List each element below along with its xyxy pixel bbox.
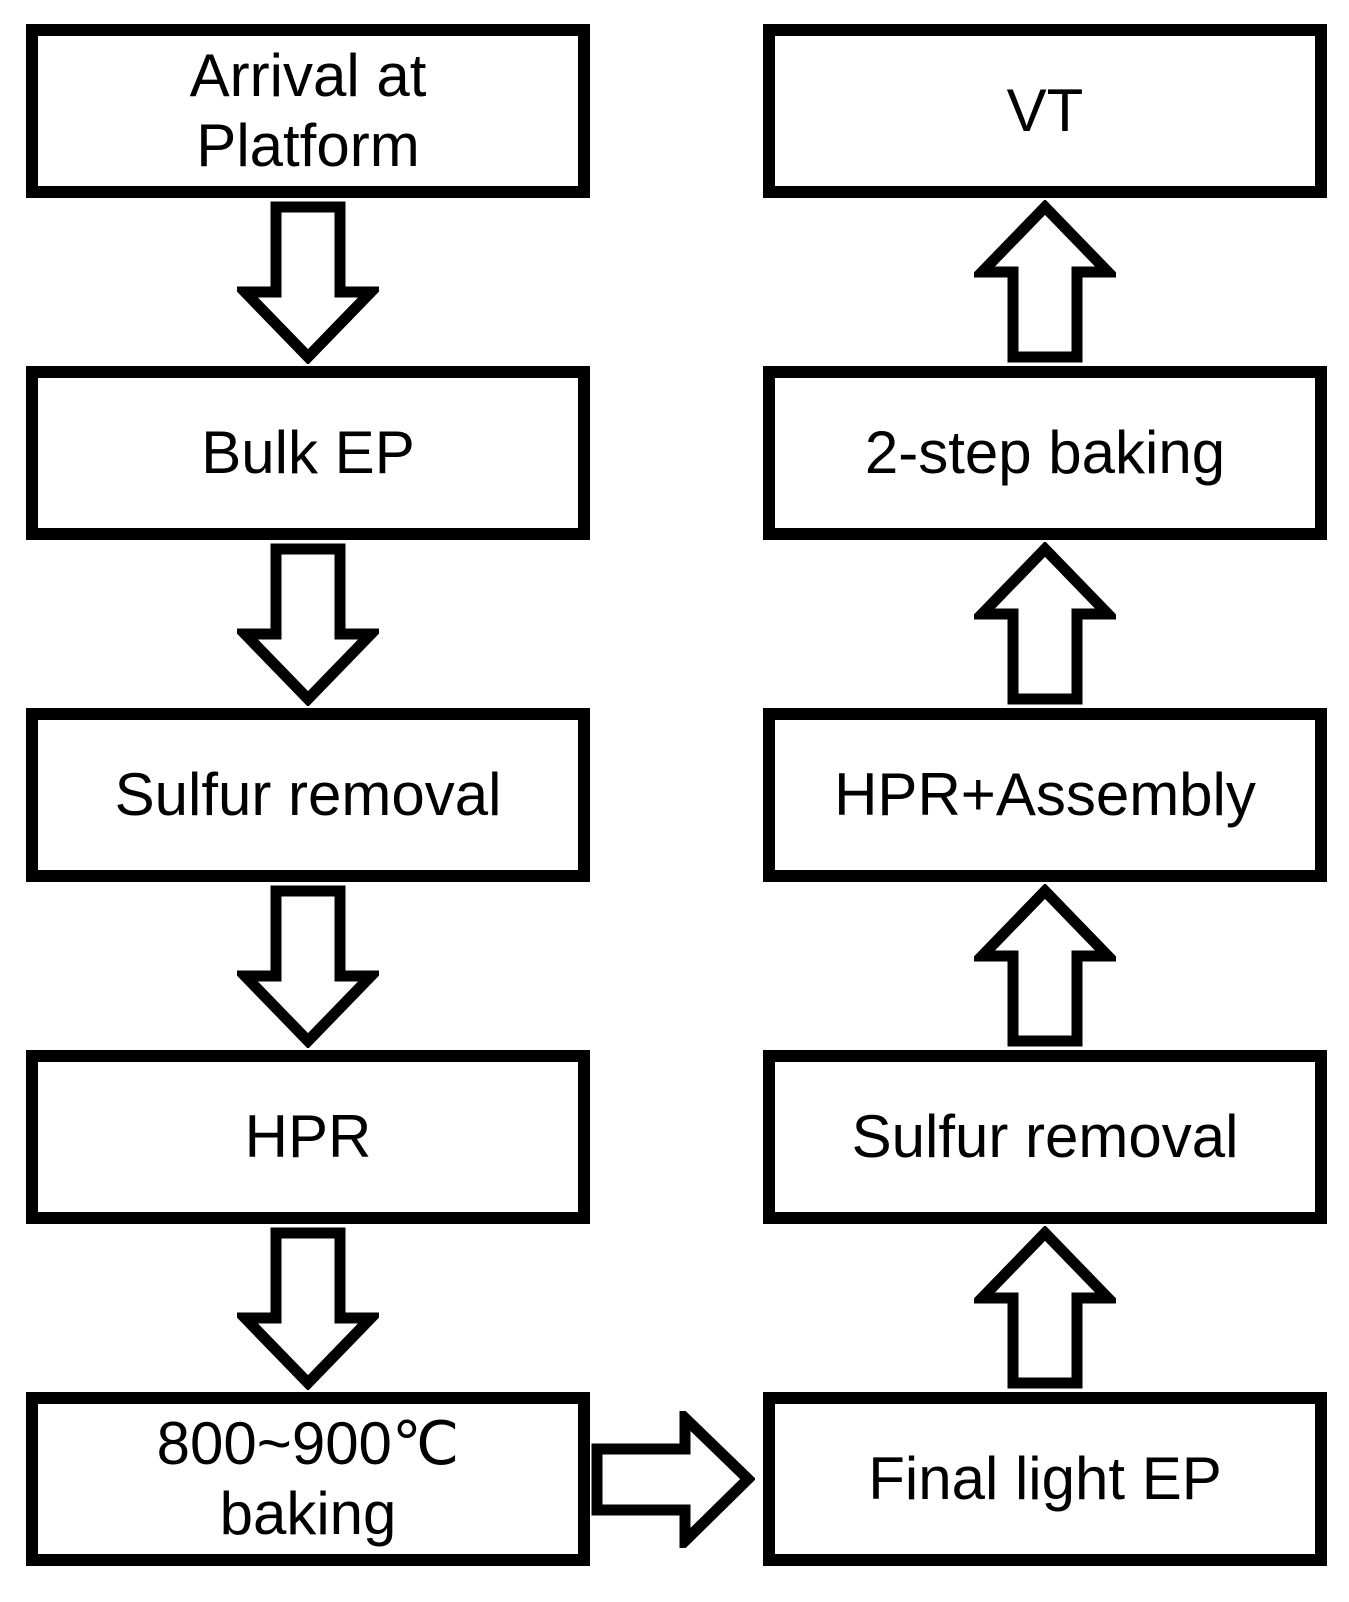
flow-box-label: Arrival at Platform (189, 42, 427, 179)
arrow-down-icon (237, 201, 379, 364)
flow-box-label: 800~900℃ baking (156, 1410, 460, 1547)
flow-box-sulfur-removal-left: Sulfur removal (26, 708, 590, 882)
arrow-right-icon (591, 1411, 755, 1548)
flow-box-bulk-ep: Bulk EP (26, 366, 590, 540)
flow-box-arrival-at-platform: Arrival at Platform (26, 24, 590, 198)
flow-box-hpr-assembly: HPR+Assembly (763, 708, 1327, 882)
flow-box-hpr: HPR (26, 1050, 590, 1224)
flow-box-label: VT (1006, 77, 1084, 144)
flow-box-final-light-ep: Final light EP (763, 1392, 1327, 1566)
arrow-up-icon (974, 200, 1116, 363)
flow-box-vt: VT (763, 24, 1327, 198)
flow-box-label: Bulk EP (201, 419, 415, 486)
arrow-down-icon (237, 885, 379, 1048)
arrow-up-icon (974, 1226, 1116, 1389)
flow-box-label: HPR (244, 1103, 372, 1170)
flow-box-label: Final light EP (868, 1445, 1222, 1512)
arrow-down-icon (237, 543, 379, 706)
arrow-down-icon (237, 1227, 379, 1390)
flow-box-sulfur-removal-right: Sulfur removal (763, 1050, 1327, 1224)
flow-box-2-step-baking: 2-step baking (763, 366, 1327, 540)
arrow-up-icon (974, 884, 1116, 1047)
flow-box-label: Sulfur removal (114, 761, 502, 828)
flow-box-baking: 800~900℃ baking (26, 1392, 590, 1566)
flow-box-label: Sulfur removal (851, 1103, 1239, 1170)
flow-box-label: 2-step baking (864, 419, 1226, 486)
arrow-up-icon (974, 542, 1116, 705)
flow-box-label: HPR+Assembly (834, 761, 1256, 828)
